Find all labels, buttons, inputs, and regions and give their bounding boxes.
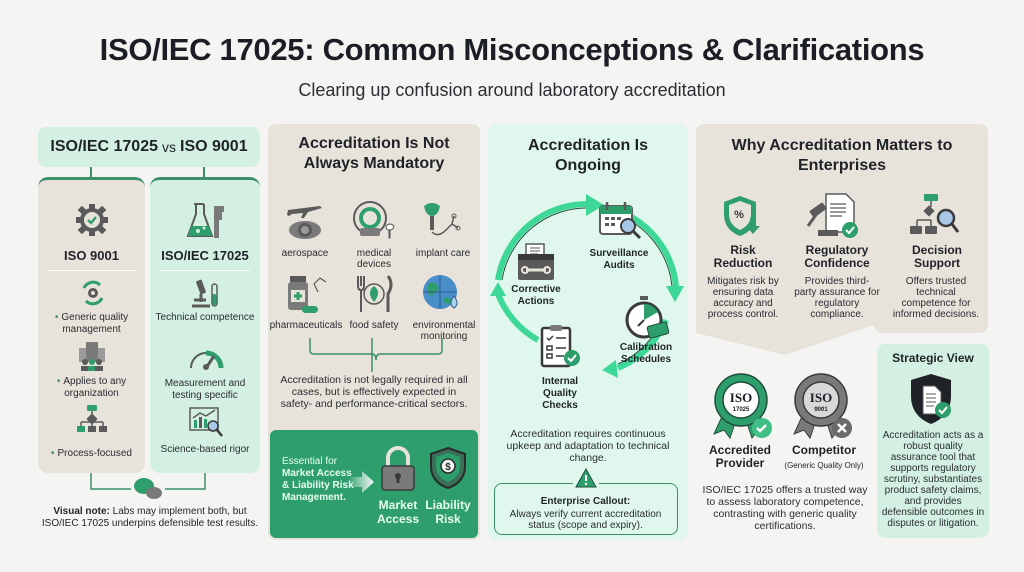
flowchart-magnifier-icon	[910, 194, 960, 234]
svg-text:$: $	[445, 462, 451, 473]
liability-risk-label: Liability Risk	[425, 498, 471, 526]
sector-label: medical devices	[356, 248, 392, 270]
dental-implant-icon	[424, 203, 461, 236]
gavel-document-icon	[806, 193, 858, 238]
pill-bottle-icon	[288, 276, 327, 313]
mri-scanner-icon	[353, 201, 395, 239]
divider	[160, 270, 250, 271]
cycle-label: Surveillance Audits	[589, 248, 649, 271]
header-left-label: ISO/IEC 17025	[50, 138, 158, 155]
competitor-badge-icon: ISO 9001	[793, 373, 852, 440]
benefit-desc: Provides third-party assurance for regul…	[794, 276, 880, 320]
svg-text:%: %	[734, 209, 744, 221]
divider	[48, 270, 136, 271]
market-access-label: Market Access	[376, 498, 420, 526]
essential-text: Essential for Market Access & Liability …	[282, 456, 354, 503]
badge-label: Competitor (Generic Quality Only)	[784, 443, 864, 471]
svg-text:ISO: ISO	[810, 390, 832, 405]
essential-callout: Essential for Market Access & Liability …	[270, 430, 478, 538]
badge-label: Accredited Provider	[708, 443, 772, 470]
page-title: ISO/IEC 17025: Common Misconceptions & C…	[99, 32, 925, 67]
cycle-label: Corrective Actions	[511, 284, 561, 307]
shield-document-icon	[911, 374, 951, 424]
bracket-connector	[90, 473, 206, 499]
strategic-title: Strategic View	[892, 351, 974, 365]
benefit-desc: Mitigates risk by ensuring data accuracy…	[707, 276, 779, 320]
iso17025-item: Science-based rigor	[160, 444, 250, 455]
chart-magnifier-icon	[189, 407, 223, 437]
shield-dollar-icon: $	[430, 446, 466, 490]
enterprise-callout: Enterprise Callout: Always verify curren…	[494, 468, 678, 535]
sector-label: aerospace	[281, 248, 329, 259]
calendar-magnifier-icon	[599, 202, 642, 240]
strategic-text: Accreditation acts as a robust quality a…	[881, 430, 985, 529]
iso9001-item: •Process-focused	[51, 448, 132, 459]
benefit-title: Decision Support	[911, 243, 962, 270]
fork-leaf-knife-icon	[357, 275, 393, 312]
airplane-engine-icon	[287, 206, 322, 239]
stopwatch-icon	[625, 296, 670, 339]
shield-percent-icon: %	[724, 196, 760, 236]
iso9001-item: •Generic quality management	[54, 312, 129, 335]
gear-check-icon	[76, 204, 108, 236]
brace-connector	[309, 338, 443, 372]
sector-label: environmental monitoring	[412, 320, 476, 342]
arrow-right-icon	[350, 471, 374, 493]
flowchart-icon	[77, 405, 107, 432]
cycle-label: Internal Quality Checks	[541, 376, 579, 411]
sector-label: pharmaceuticals	[269, 320, 343, 331]
svg-text:ISO: ISO	[730, 390, 752, 405]
panel-chevron	[696, 325, 874, 355]
svg-text:9001: 9001	[814, 407, 828, 413]
comparison-text: ISO/IEC 17025 offers a trusted way to as…	[702, 484, 868, 532]
connector-line	[203, 167, 205, 179]
warning-icon	[575, 468, 597, 488]
microscope-icon	[192, 279, 218, 308]
iso17025-item: Measurement and testing specific	[164, 378, 246, 401]
iso17025-item: Technical competence	[155, 312, 255, 323]
comparison-header: ISO/IEC 17025 vs ISO 9001	[38, 127, 260, 167]
benefit-title: Regulatory Confidence	[804, 243, 870, 270]
strategic-view-card: Strategic View Accreditation acts as a r…	[877, 344, 989, 538]
mandatory-description: Accreditation is not legally required in…	[280, 374, 468, 410]
sector-label: implant care	[415, 248, 471, 259]
ongoing-description: Accreditation requires continuous upkeep…	[506, 428, 670, 464]
connector-line	[90, 167, 92, 179]
benefit-desc: Offers trusted technical competence for …	[892, 276, 980, 320]
iso9001-column: ISO 9001 •Generic quality management •Ap…	[38, 177, 145, 473]
callout-text: Always verify current accreditation stat…	[509, 509, 662, 531]
callout-title: Enterprise Callout:	[540, 496, 631, 507]
iso9001-title: ISO 9001	[64, 248, 119, 263]
toolbox-wrench-icon	[518, 243, 554, 280]
cycle-label: Calibration Schedules	[619, 342, 673, 365]
building-people-icon	[79, 342, 105, 371]
clipboard-check-icon	[540, 325, 580, 368]
sector-label: food safety	[349, 320, 399, 331]
header-right-label: ISO 9001	[180, 138, 248, 155]
accredited-badge-icon: ISO 17025	[713, 373, 772, 440]
iso17025-column: ISO/IEC 17025 Technical competence Measu…	[150, 177, 260, 473]
globe-droplet-icon	[423, 275, 458, 309]
benefit-title: Risk Reduction	[713, 243, 773, 270]
vs-label: vs	[162, 139, 176, 155]
page-subtitle: Clearing up confusion around laboratory …	[298, 80, 726, 100]
iso9001-item: •Applies to any organization	[56, 376, 127, 399]
gauge-icon	[190, 350, 224, 370]
iso17025-title: ISO/IEC 17025	[161, 248, 249, 263]
visual-note: Visual note: Labs may implement both, bu…	[41, 506, 259, 529]
padlock-icon	[381, 446, 415, 491]
flask-caliper-icon	[186, 203, 224, 238]
svg-text:17025: 17025	[733, 407, 750, 413]
cycle-gear-icon	[82, 280, 104, 306]
